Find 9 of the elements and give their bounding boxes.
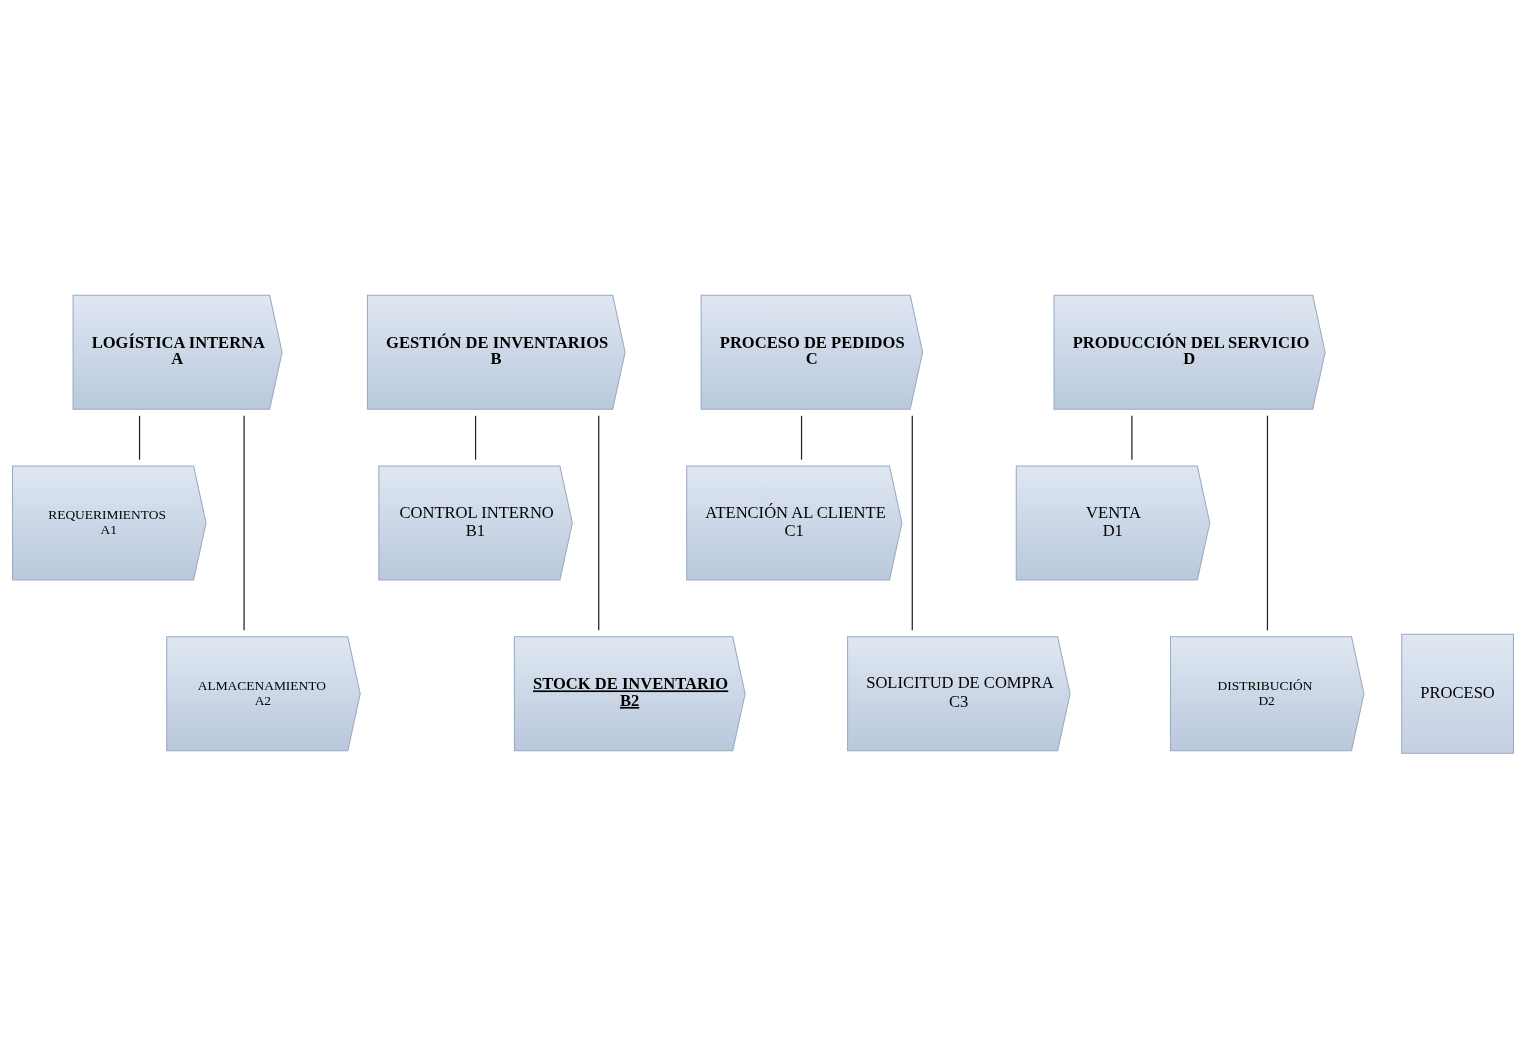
connector [138, 415, 141, 461]
node-box: PROCESO [1401, 633, 1514, 754]
connector [1266, 415, 1269, 631]
connector [598, 415, 600, 631]
connector [1131, 415, 1133, 461]
connector [911, 415, 913, 631]
connector [474, 415, 477, 461]
connector [243, 415, 245, 631]
connector [800, 415, 803, 461]
